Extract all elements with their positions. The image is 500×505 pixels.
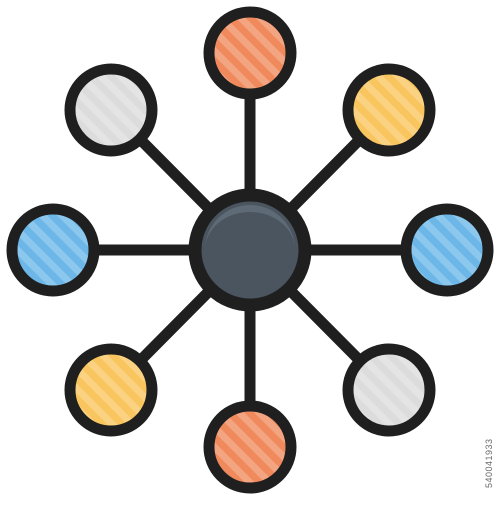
node-left-icon [6, 203, 100, 297]
node-bottom-left-icon [64, 343, 158, 437]
hub-highlight [205, 205, 295, 250]
hub-circle [188, 188, 312, 312]
central-hub [188, 188, 312, 312]
node-right-icon [400, 203, 494, 297]
stock-id-text: 540041933 [484, 438, 494, 488]
node-top-right-icon [342, 63, 436, 157]
node-top-left-icon [64, 63, 158, 157]
node-bottom-icon [203, 400, 297, 494]
node-bottom-right-icon [342, 343, 436, 437]
node-top-icon [203, 6, 297, 100]
outer-nodes [6, 6, 494, 494]
